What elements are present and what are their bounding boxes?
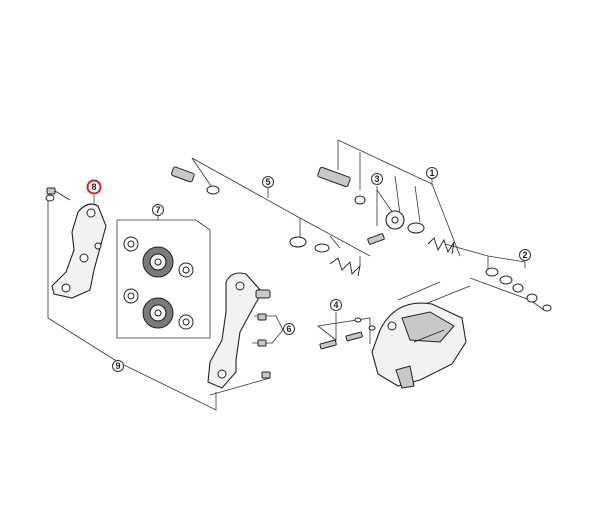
callout-9: 9	[112, 360, 124, 372]
callout-8-label: 8	[91, 182, 96, 192]
tension-pulley	[123, 288, 194, 330]
tension-spring-5	[289, 236, 361, 277]
pulley-axle	[171, 166, 220, 195]
callout-1: 1	[426, 167, 438, 179]
callout-4: 4	[330, 299, 342, 311]
callout-9-label: 9	[115, 361, 120, 371]
outer-cage-plate	[51, 203, 107, 299]
callout-6-label: 6	[286, 324, 291, 334]
guide-pulley	[123, 236, 194, 278]
callout-7: 7	[152, 204, 164, 216]
callout-6: 6	[283, 323, 295, 335]
cage-bolt	[45, 187, 71, 202]
callout-5: 5	[262, 176, 274, 188]
derailleur-body	[371, 302, 467, 389]
callout-8: 8	[86, 179, 102, 195]
inner-cage-plate	[207, 272, 271, 389]
b-axle-set	[317, 166, 455, 255]
cage-screws	[257, 313, 271, 379]
callout-7-label: 7	[155, 205, 160, 215]
callout-3: 3	[371, 173, 383, 185]
callout-1-label: 1	[429, 168, 434, 178]
stop-screws-4	[319, 317, 376, 350]
adjust-screw-3	[367, 210, 405, 245]
callout-2-label: 2	[522, 250, 527, 260]
callout-5-label: 5	[265, 177, 270, 187]
callout-4-label: 4	[333, 300, 338, 310]
callout-2: 2	[519, 249, 531, 261]
callout-3-label: 3	[374, 174, 379, 184]
washer-set-2	[485, 267, 552, 312]
